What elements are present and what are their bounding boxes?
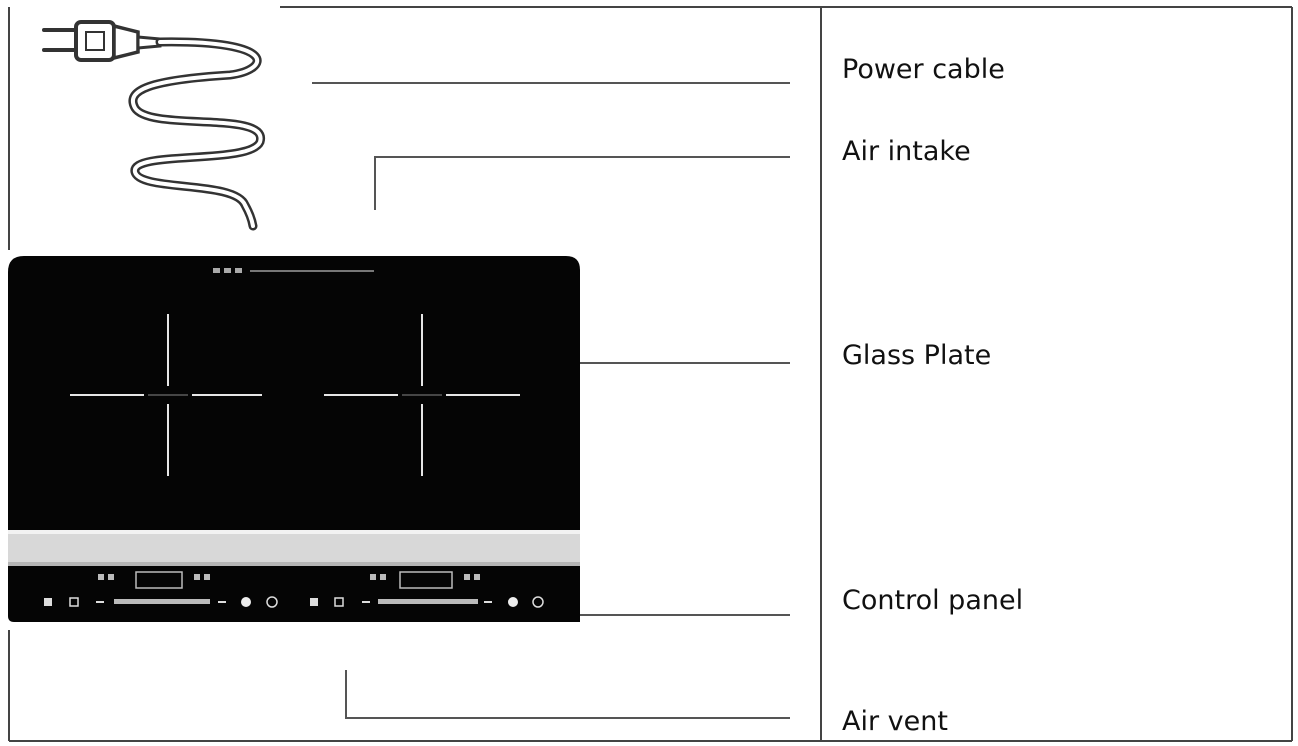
burner-left-marker <box>70 314 262 476</box>
leader-air-vent <box>345 670 790 719</box>
burner-right-marker <box>324 314 520 476</box>
control-panel-graphic <box>44 571 544 608</box>
brand-print <box>213 268 374 273</box>
table-frame <box>8 6 1293 742</box>
label-air-vent: Air vent <box>842 706 948 737</box>
power-plug-icon <box>42 20 265 231</box>
leader-air-intake <box>374 156 790 210</box>
label-air-intake: Air intake <box>842 136 971 167</box>
label-glass-plate: Glass Plate <box>842 340 992 371</box>
label-control-panel: Control panel <box>842 585 1024 616</box>
label-power-cable: Power cable <box>842 54 1005 85</box>
induction-cooktop-icon <box>8 256 580 622</box>
